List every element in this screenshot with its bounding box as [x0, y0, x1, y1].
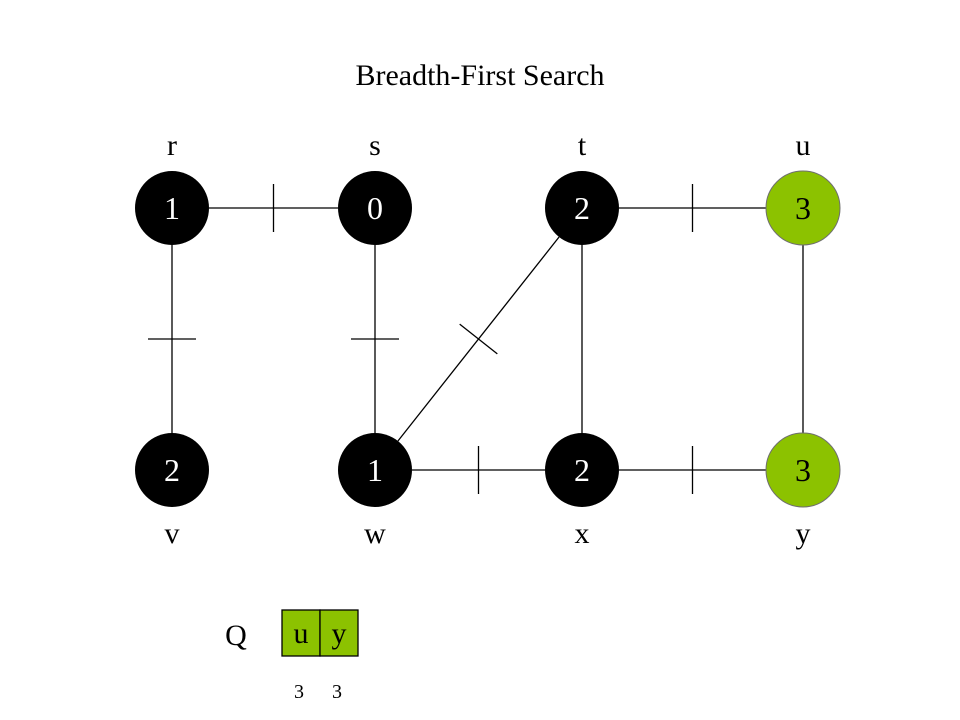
node-v-distance: 2 — [164, 452, 180, 488]
node-w-label: w — [364, 517, 386, 550]
queue-label: Q — [225, 619, 247, 652]
node-s-distance: 0 — [367, 190, 383, 226]
node-s-circle — [338, 171, 412, 245]
queue-cell-u — [281, 609, 321, 657]
node-u-circle — [765, 170, 841, 246]
node-y-label: y — [796, 517, 811, 550]
node-u-label: u — [796, 129, 811, 162]
node-x: 2x — [545, 433, 619, 550]
node-x-circle — [545, 433, 619, 507]
queue-cell-u-distance: 3 — [294, 681, 304, 703]
node-v-circle — [135, 433, 209, 507]
queue-cell-u-label: u — [294, 617, 309, 650]
node-y-circle — [765, 432, 841, 508]
node-x-label: x — [575, 517, 590, 550]
node-r-distance: 1 — [164, 190, 180, 226]
node-u: 3u — [765, 129, 841, 246]
diagram-title: Breadth-First Search — [355, 59, 604, 92]
node-v: 2v — [135, 433, 209, 550]
node-t-label: t — [578, 129, 587, 162]
node-r: 1r — [135, 129, 209, 245]
queue-cell-y-distance: 3 — [332, 681, 342, 703]
node-t-distance: 2 — [574, 190, 590, 226]
node-w-circle — [338, 433, 412, 507]
node-r-circle — [135, 171, 209, 245]
node-t-circle — [545, 171, 619, 245]
node-v-label: v — [165, 517, 180, 550]
node-s: 0s — [338, 129, 412, 245]
queue-cell-y — [319, 609, 359, 657]
node-t: 2t — [545, 129, 619, 245]
edges-layer — [148, 184, 804, 494]
node-s-label: s — [369, 129, 381, 162]
queue-cell-y-label: y — [332, 617, 347, 650]
node-y-distance: 3 — [795, 452, 811, 488]
node-w: 1w — [338, 433, 412, 550]
node-x-distance: 2 — [574, 452, 590, 488]
node-r-label: r — [167, 129, 177, 162]
tree-edge-tick-w-t — [459, 323, 498, 355]
node-w-distance: 1 — [367, 452, 383, 488]
queue-panel: Q u 3 y 3 — [225, 609, 359, 703]
node-y: 3y — [765, 432, 841, 550]
node-u-distance: 3 — [795, 190, 811, 226]
